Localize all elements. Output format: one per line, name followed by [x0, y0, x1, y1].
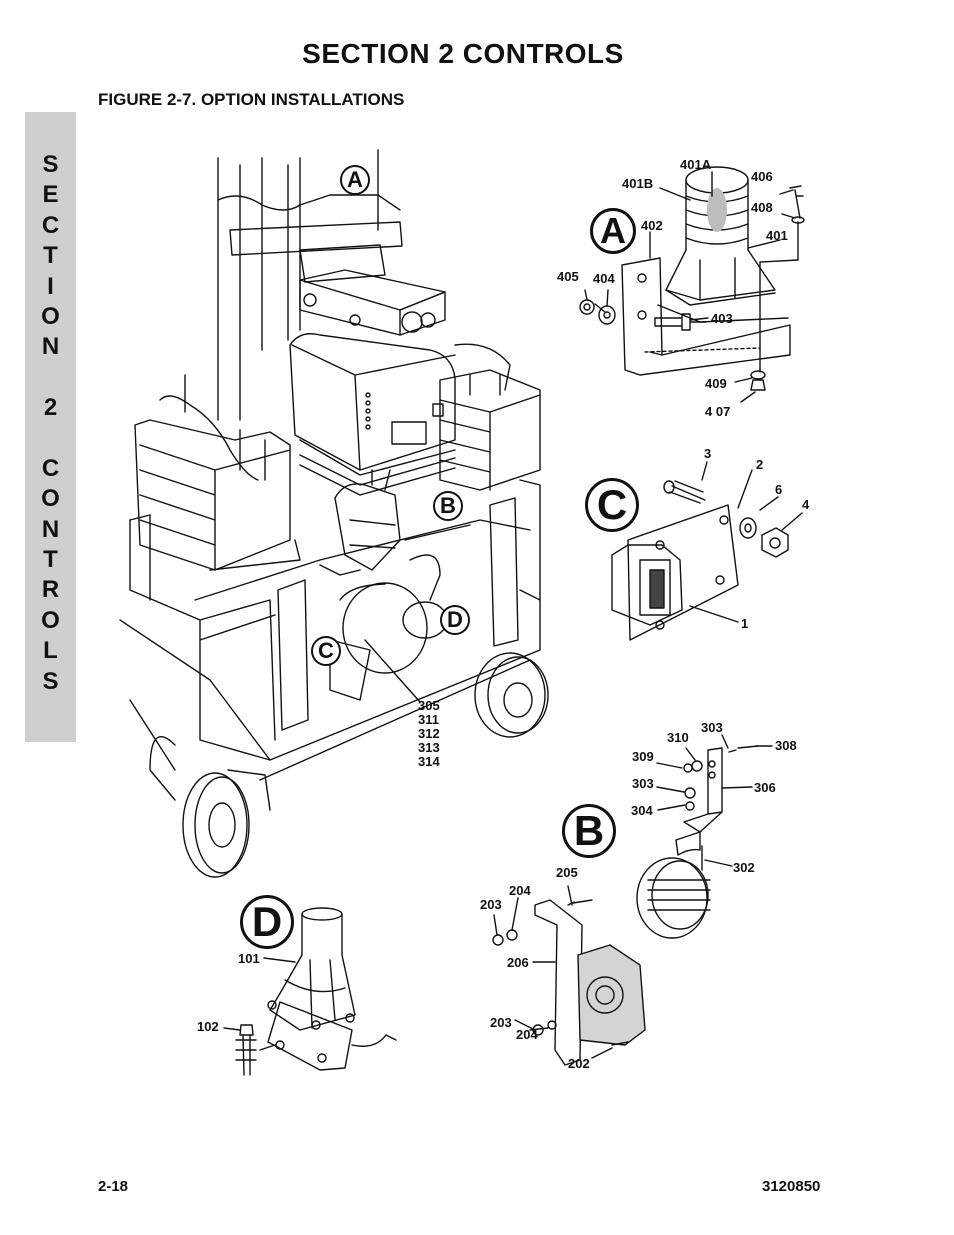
callout-b-main: B [433, 491, 463, 521]
part-label-308: 308 [775, 738, 797, 753]
battery-right-drawing [439, 343, 541, 491]
part-label-309: 309 [632, 749, 654, 764]
side-tab-letter: C [41, 454, 60, 482]
part-label-3: 3 [704, 446, 712, 461]
part-label-303-mid: 303 [632, 776, 654, 791]
part-label-6: 6 [775, 482, 783, 497]
side-tab-letter: S [42, 667, 59, 695]
part-label-202: 202 [568, 1056, 590, 1071]
section-side-tab: S E C T I O N 2 C O N T R O L S [25, 112, 76, 742]
side-tab-letter: O [41, 485, 60, 513]
leader-lines [223, 171, 803, 1059]
chassis-frame-drawing [119, 479, 541, 811]
side-tab-letter: O [41, 606, 60, 634]
figure-title: FIGURE 2-7. OPTION INSTALLATIONS [98, 90, 405, 109]
part-label-304: 304 [631, 803, 653, 818]
side-tab-letter: T [43, 546, 58, 574]
wheel-left-drawing [182, 772, 250, 878]
part-label-402: 402 [641, 218, 663, 233]
part-label-203-top: 203 [480, 897, 502, 912]
document-number: 3120850 [762, 1178, 821, 1195]
side-tab-letter: O [41, 302, 60, 330]
part-label-403: 403 [711, 311, 733, 326]
detail-c-drawing [611, 480, 789, 641]
part-label-401b: 401B [622, 176, 654, 191]
part-label-206: 206 [507, 955, 529, 970]
pump-motor-drawing [319, 469, 448, 701]
side-tab-letter: 2 [43, 394, 58, 422]
side-tab-letter: R [41, 576, 60, 604]
detail-a-drawing [579, 166, 805, 391]
part-label-313: 313 [418, 740, 440, 755]
callout-d-main: D [440, 605, 470, 635]
side-tab-letter: C [41, 211, 60, 239]
part-label-303-top: 303 [701, 720, 723, 735]
part-label-408: 408 [751, 200, 773, 215]
callout-c-detail: C [585, 478, 639, 532]
part-label-102: 102 [197, 1019, 219, 1034]
part-label-101: 101 [238, 951, 260, 966]
side-tab-label: S E C T I O N 2 C O N T R O L S [25, 150, 76, 697]
leader-305 [364, 639, 421, 703]
page-title: SECTION 2 CONTROLS [302, 38, 624, 69]
part-label-401a: 401A [680, 157, 712, 172]
part-label-409: 409 [705, 376, 727, 391]
side-tab-letter: I [47, 272, 54, 300]
part-label-204-bottom: 204 [516, 1027, 538, 1042]
part-label-203-bottom: 203 [490, 1015, 512, 1030]
part-label-204-top: 204 [509, 883, 531, 898]
page-number: 2-18 [98, 1178, 129, 1195]
callout-a-detail: A [590, 208, 636, 254]
battery-left-drawing [134, 374, 291, 571]
side-tab-letter: E [42, 181, 59, 209]
control-box-drawing [289, 333, 456, 496]
part-label-305: 305 [418, 698, 440, 713]
part-label-407: 4 07 [705, 404, 731, 419]
part-label-205: 205 [556, 865, 578, 880]
side-tab-letter: T [43, 242, 58, 270]
part-label-406: 406 [751, 169, 773, 184]
side-tab-letter: S [42, 151, 59, 178]
part-label-4: 4 [802, 497, 810, 512]
part-label-302: 302 [733, 860, 755, 875]
part-label-312: 312 [418, 726, 440, 741]
part-label-310: 310 [667, 730, 689, 745]
side-tab-letter: N [41, 515, 60, 543]
part-label-2: 2 [756, 457, 764, 472]
part-label-404: 404 [593, 271, 615, 286]
detail-d-drawing [235, 907, 397, 1076]
part-label-306: 306 [754, 780, 776, 795]
side-tab-letter: L [43, 637, 58, 665]
part-label-311: 311 [418, 712, 439, 727]
callout-b-detail: B [562, 804, 616, 858]
part-label-405: 405 [557, 269, 579, 284]
part-label-314: 314 [418, 754, 440, 769]
machine-mast-drawing [217, 149, 446, 421]
callout-c-main: C [311, 636, 341, 666]
side-tab-letter: N [41, 333, 60, 361]
callout-a-main: A [340, 165, 370, 195]
detail-b-drawing [492, 745, 759, 1066]
part-label-401: 401 [766, 228, 788, 243]
callout-d-detail: D [240, 895, 294, 949]
part-label-1: 1 [741, 616, 749, 631]
wheel-right-drawing [474, 652, 549, 738]
